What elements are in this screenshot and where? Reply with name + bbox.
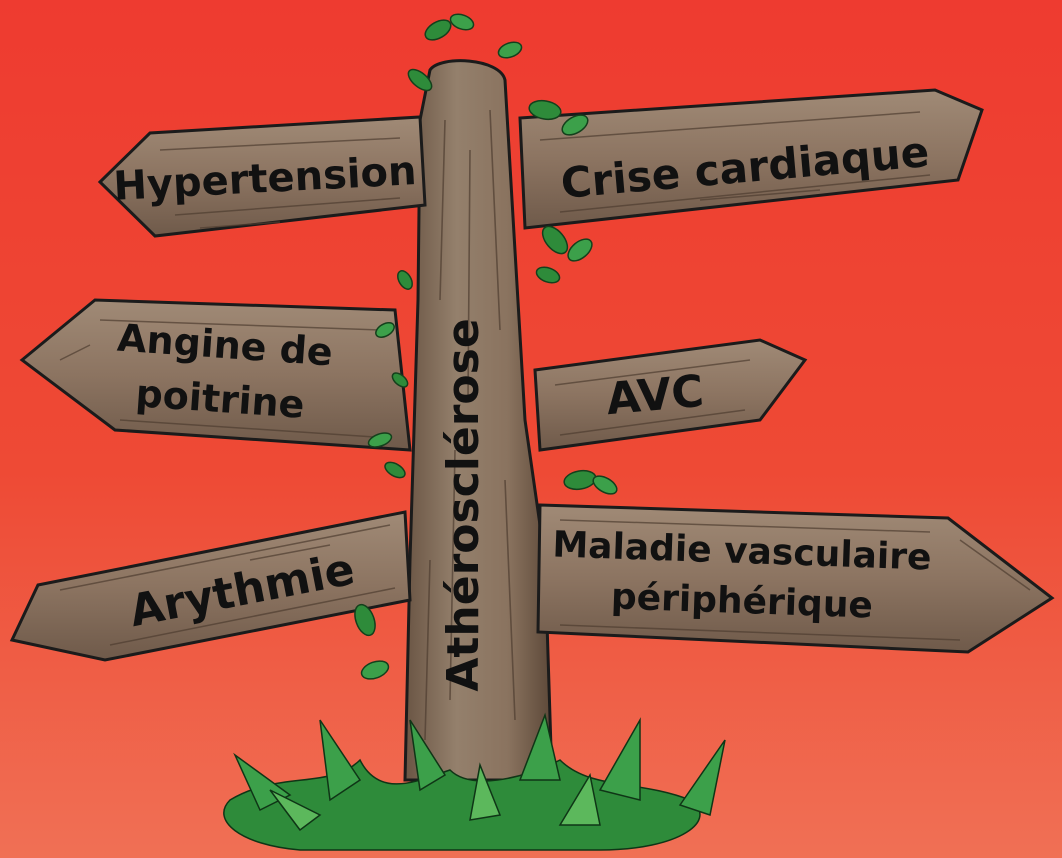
post-label: Athérosclérose xyxy=(438,318,489,691)
sign-arythmie: Arythmie xyxy=(12,512,410,660)
sign-hypertension: Hypertension xyxy=(100,117,425,236)
sign-avc: AVC xyxy=(535,340,805,450)
sign-maladie-vasculaire-peripherique: Maladie vasculaire périphérique xyxy=(538,505,1052,652)
sign-angine-de-poitrine: Angine de poitrine xyxy=(22,300,410,450)
sign-avc-label: AVC xyxy=(604,366,705,425)
sign-crise-cardiaque: Crise cardiaque xyxy=(520,90,982,228)
